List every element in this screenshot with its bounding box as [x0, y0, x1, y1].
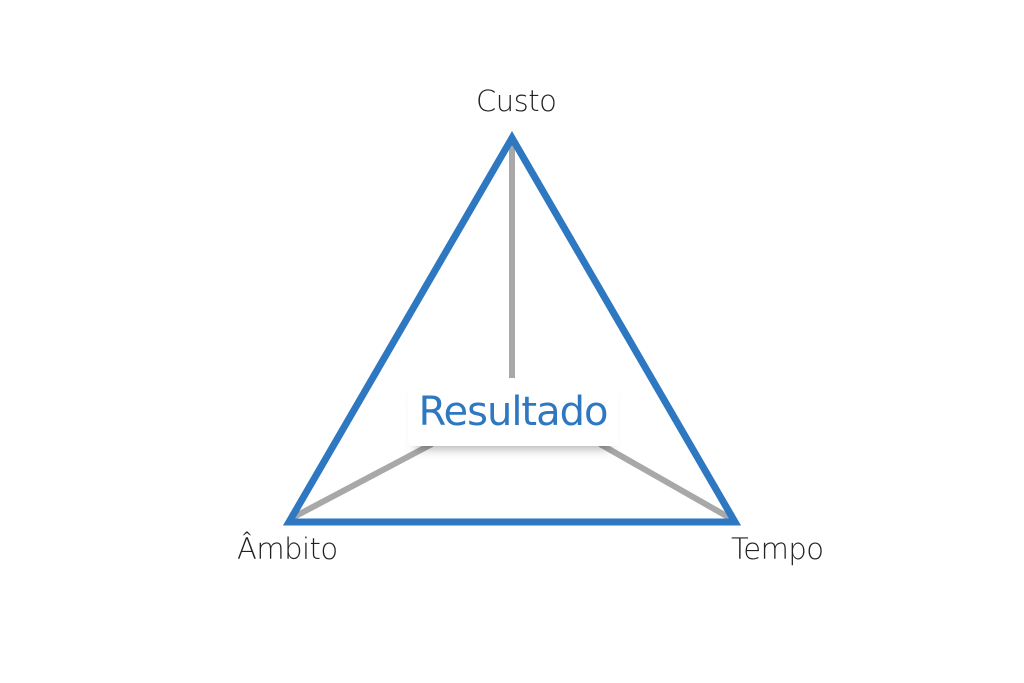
vertex-label-tempo: Tempo: [731, 532, 824, 566]
vertex-label-ambito: Âmbito: [237, 532, 338, 566]
result-box: Resultado: [408, 378, 618, 446]
triangle-outline: [282, 131, 742, 526]
spoke-to-tempo: [598, 441, 732, 521]
spoke-to-ambito: [290, 441, 434, 521]
result-label: Resultado: [418, 389, 609, 435]
vertex-label-custo: Custo: [476, 84, 557, 118]
